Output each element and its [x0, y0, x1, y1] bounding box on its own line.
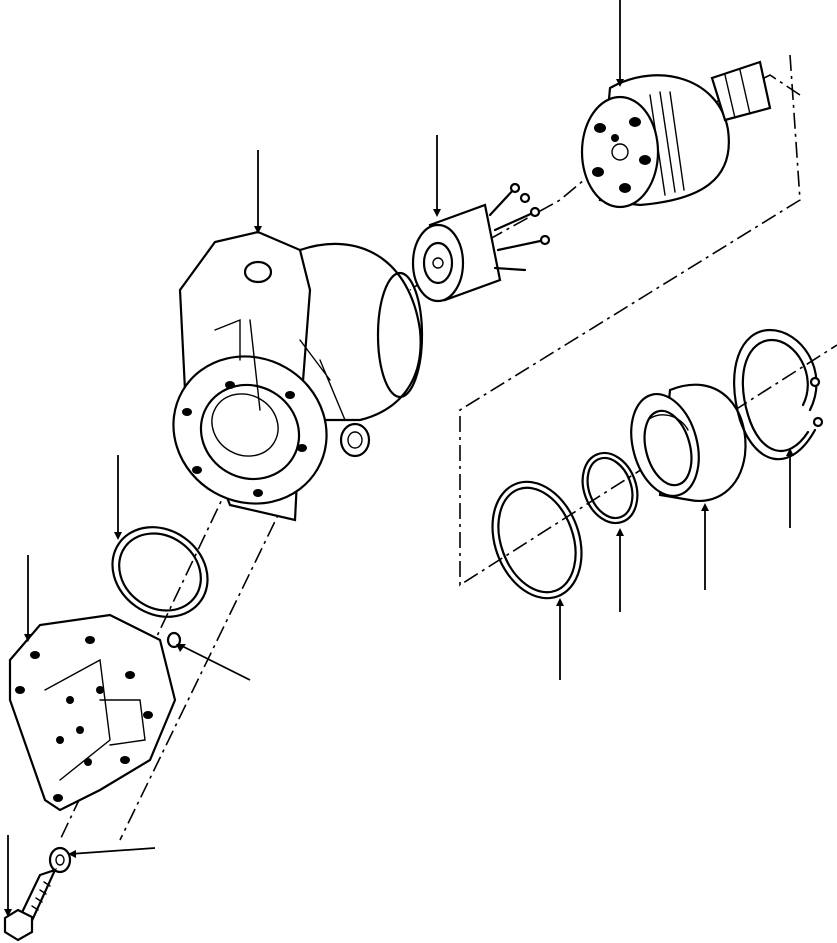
leader-lock-washer: [69, 847, 156, 855]
snap-ring: [733, 328, 824, 461]
large-seal-ring: [491, 480, 583, 600]
mounting-flange-plate: [8, 613, 177, 812]
shaft-seal: [630, 383, 747, 502]
motor-housing: [172, 230, 424, 522]
hex-bolt: [3, 868, 58, 942]
lock-washer: [48, 846, 72, 874]
small-seal-ring: [581, 451, 639, 525]
leader-lines: [7, 0, 791, 915]
dowel-pin: [166, 631, 182, 649]
leader-arrowheads: [4, 79, 794, 917]
leader-dowel-pin: [179, 644, 251, 681]
o-ring: [111, 526, 209, 618]
rotor-shaft-assembly: [580, 60, 772, 209]
valve-plate-assembly: [411, 182, 551, 303]
